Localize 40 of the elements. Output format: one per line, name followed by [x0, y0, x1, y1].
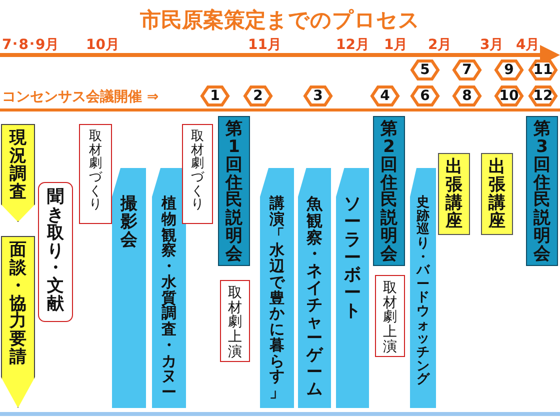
event-band: ソーラーボート — [336, 168, 369, 408]
meeting-label: コンセンサス会議開催 ⇒ — [2, 88, 159, 106]
briefing-box: 第2回住民説明会 — [373, 116, 405, 266]
event-band: 講演「水辺で豊かに暮らす」 — [260, 168, 294, 408]
event-band: 魚観察・ネイチャーゲーム — [298, 168, 331, 408]
month-label: 4月 — [516, 36, 540, 54]
event-band: 史跡巡り・バードウォッチング — [410, 168, 436, 408]
month-label: 1月 — [384, 36, 408, 54]
session-hexagon: 7 — [452, 59, 482, 81]
session-hexagon: 4 — [370, 85, 400, 107]
month-label: 10月 — [86, 36, 120, 54]
diagram-title: 市民原案策定までのプロセス — [139, 7, 421, 34]
activity-box: 取材劇づくり — [182, 124, 213, 224]
briefing-box: 第3回住民説明会 — [526, 116, 558, 266]
session-hexagon: 2 — [243, 85, 273, 107]
session-hexagon: 10 — [494, 85, 524, 107]
session-hexagon: 3 — [303, 85, 333, 107]
month-label: 2月 — [428, 36, 452, 54]
event-band: 植物観察・水質調査・カヌー — [152, 168, 186, 408]
month-label: 11月 — [248, 36, 282, 54]
briefing-box: 第1回住民説明会 — [218, 116, 250, 266]
lecture-box: 出張講座 — [481, 153, 513, 235]
session-hexagon: 11 — [528, 59, 558, 81]
session-hexagon: 9 — [494, 59, 524, 81]
lecture-box: 出張講座 — [438, 153, 470, 235]
month-label: 3月 — [480, 36, 504, 54]
session-hexagon: 8 — [452, 85, 482, 107]
activity-box: 取材劇上演 — [220, 280, 250, 362]
month-label: 7･8･9月 — [2, 36, 60, 54]
session-hexagon: 5 — [410, 59, 440, 81]
activity-box: 聞き取り・文献 — [38, 182, 73, 322]
session-hexagon: 12 — [528, 85, 558, 107]
survey-callout: 現況調査 — [1, 124, 35, 222]
session-hexagon: 1 — [200, 85, 230, 107]
activity-box: 取材劇上演 — [375, 275, 405, 357]
activity-box: 取材劇づくり — [79, 124, 112, 224]
session-hexagon: 6 — [410, 85, 440, 107]
month-label: 12月 — [336, 36, 370, 54]
survey-callout: 面談・協力要請 — [1, 236, 35, 408]
event-band: 撮影会 — [112, 168, 146, 408]
